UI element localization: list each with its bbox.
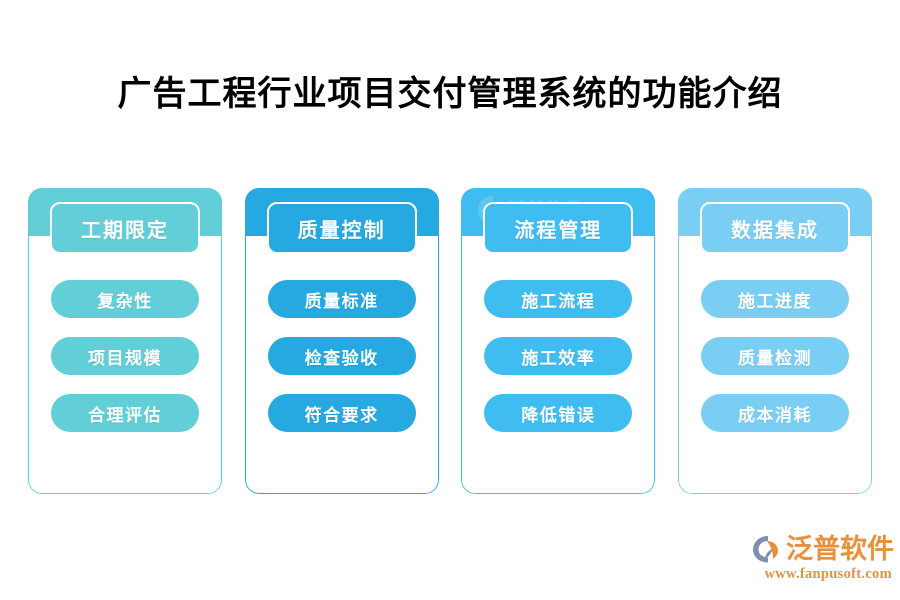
card-item[interactable]: 复杂性 [51,280,199,318]
brand-logo: 泛普软件 www.fanpusoft.com [752,532,894,584]
card-item[interactable]: 质量标准 [267,280,416,318]
card-item[interactable]: 合理评估 [51,394,199,432]
card-item-list: 质量标准检查验收符合要求 [245,280,439,432]
card-header[interactable]: 质量控制 [266,202,417,254]
brand-logo-top: 泛普软件 [752,532,894,566]
card-item-list: 复杂性项目规模合理评估 [28,280,222,432]
page-title: 广告工程行业项目交付管理系统的功能介绍 [117,76,783,113]
feature-card[interactable]: 工期限定复杂性项目规模合理评估 [28,188,222,494]
card-item[interactable]: 项目规模 [51,337,199,375]
card-item[interactable]: 检查验收 [267,337,416,375]
card-header[interactable]: 工期限定 [50,202,200,254]
card-item[interactable]: 降低错误 [484,394,633,432]
fanpu-logo-icon [752,534,784,564]
feature-cards-row: 工期限定复杂性项目规模合理评估质量控制质量标准检查验收符合要求泛普软件www.f… [28,188,872,494]
brand-url: www.fanpusoft.com [764,566,892,582]
card-header[interactable]: 数据集成 [699,202,850,254]
card-item[interactable]: 施工效率 [484,337,633,375]
card-item[interactable]: 施工流程 [484,280,633,318]
card-header[interactable]: 流程管理 [483,202,634,254]
feature-card[interactable]: 数据集成施工进度质量检测成本消耗 [677,188,872,494]
card-item-list: 施工进度质量检测成本消耗 [678,280,872,432]
card-item[interactable]: 施工进度 [700,280,849,318]
brand-name: 泛普软件 [786,534,894,564]
card-item-list: 施工流程施工效率降低错误 [461,280,655,432]
feature-card[interactable]: 质量控制质量标准检查验收符合要求 [244,188,439,494]
card-item[interactable]: 质量检测 [700,337,849,375]
card-item[interactable]: 符合要求 [267,394,416,432]
card-item[interactable]: 成本消耗 [700,394,849,432]
